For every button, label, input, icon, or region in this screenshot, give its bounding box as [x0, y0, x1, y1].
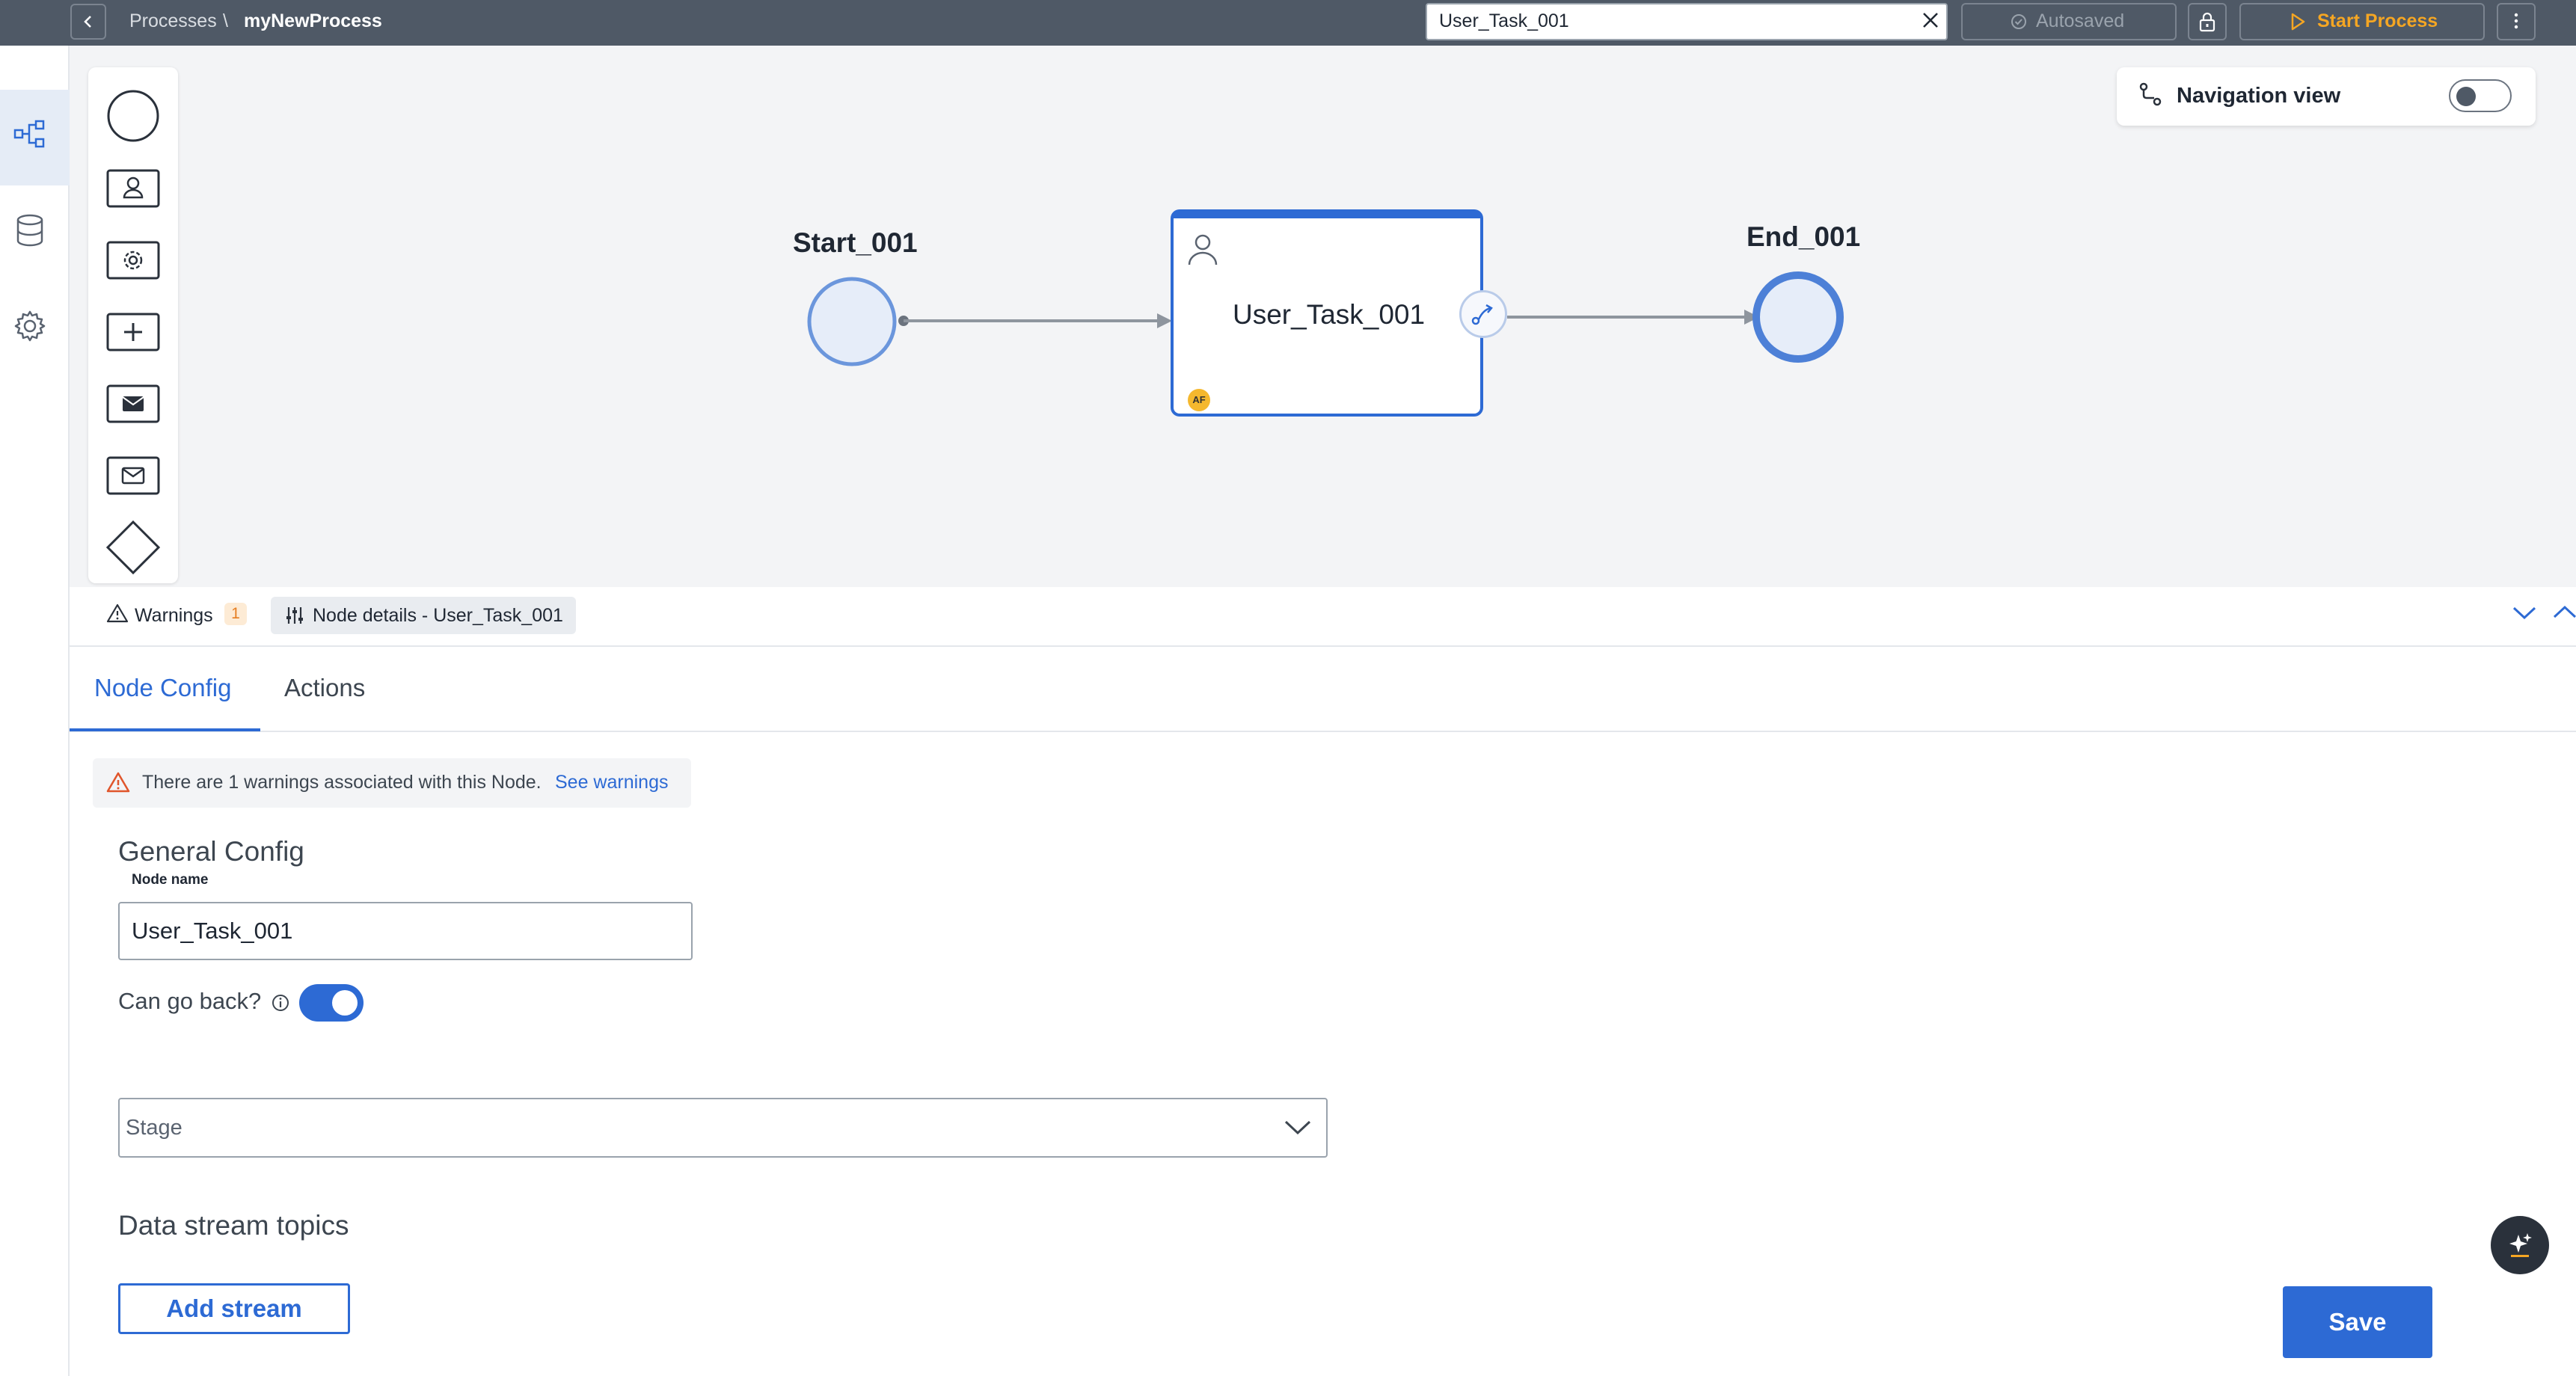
receive-message-icon[interactable]	[103, 446, 163, 506]
node-name-label: Node name	[132, 872, 209, 888]
connector-icon	[1471, 304, 1493, 325]
lock-icon	[2199, 12, 2215, 32]
assignee-badge: AF	[1188, 389, 1210, 411]
search-input-value: User_Task_001	[1439, 10, 1569, 31]
warning-icon	[106, 603, 129, 623]
route-icon	[2139, 82, 2162, 106]
can-go-back-label: Can go back?	[118, 988, 262, 1014]
database-icon[interactable]	[15, 214, 45, 247]
data-stream-topics-heading: Data stream topics	[118, 1210, 349, 1241]
subprocess-icon[interactable]	[103, 302, 163, 362]
send-message-icon[interactable]	[103, 374, 163, 434]
user-task-label: User_Task_001	[1233, 299, 1426, 330]
sliders-icon	[286, 607, 303, 624]
gear-icon[interactable]	[13, 310, 46, 343]
user-icon	[1188, 234, 1218, 265]
left-rail	[0, 46, 70, 1376]
service-task-icon[interactable]	[103, 230, 163, 290]
tab-actions[interactable]: Actions	[284, 674, 366, 701]
navigation-view-toggle-knob	[2456, 87, 2476, 106]
add-stream-button[interactable]: Add stream	[118, 1283, 350, 1334]
chevron-up-icon[interactable]	[2552, 604, 2576, 621]
chevron-down-icon	[1284, 1120, 1311, 1135]
navigation-view-label: Navigation view	[2177, 84, 2341, 108]
autosave-status	[1961, 3, 2177, 40]
gateway-icon[interactable]	[103, 517, 163, 577]
arrow-head-icon	[1157, 313, 1172, 328]
warnings-tab[interactable]: Warnings	[135, 605, 213, 626]
play-icon	[2291, 13, 2305, 31]
more-vertical-icon	[2514, 13, 2518, 29]
check-circle-icon	[2011, 14, 2026, 29]
start-process-button[interactable]	[2239, 3, 2485, 40]
user-task-node[interactable]	[1171, 209, 1483, 417]
autosave-label: Autosaved	[2036, 10, 2125, 31]
breadcrumb-processes[interactable]: Processes	[129, 10, 217, 31]
save-button[interactable]: Save	[2283, 1286, 2432, 1358]
warning-banner	[93, 758, 691, 808]
node-details-tab-label: Node details - User_Task_001	[313, 605, 563, 626]
user-task-icon[interactable]	[103, 159, 163, 218]
warnings-count-badge: 1	[224, 603, 247, 625]
end-node[interactable]	[1752, 271, 1844, 363]
rail-item-diagram[interactable]	[0, 90, 70, 185]
lock-button[interactable]	[2188, 3, 2227, 40]
breadcrumb-current-process: myNewProcess	[244, 10, 382, 31]
close-icon[interactable]	[1921, 10, 1940, 30]
arrow-head-icon	[1744, 310, 1759, 325]
flow-diagram	[807, 271, 1844, 366]
chevron-down-icon[interactable]	[2512, 604, 2537, 621]
can-go-back-toggle-knob	[332, 990, 358, 1016]
config-tabs	[70, 647, 2576, 732]
node-name-value: User_Task_001	[132, 918, 293, 944]
breadcrumb-separator: \	[223, 10, 228, 31]
tab-node-config[interactable]: Node Config	[94, 674, 232, 701]
warning-icon	[106, 772, 130, 793]
sparkle-icon	[2509, 1233, 2532, 1257]
connect-handle[interactable]	[1459, 290, 1507, 338]
stage-select-placeholder: Stage	[126, 1116, 183, 1140]
see-warnings-link[interactable]: See warnings	[555, 772, 669, 793]
start-event-icon[interactable]	[103, 86, 163, 146]
stage-select[interactable]	[118, 1098, 1328, 1158]
node-details-tab[interactable]	[271, 597, 576, 634]
info-icon[interactable]	[271, 993, 290, 1013]
back-button[interactable]	[70, 4, 106, 40]
start-node[interactable]	[807, 277, 897, 366]
warning-banner-text: There are 1 warnings associated with thi…	[142, 772, 542, 793]
general-config-heading: General Config	[118, 836, 304, 867]
search-input[interactable]	[1426, 3, 1948, 40]
start-node-label: Start_001	[793, 227, 918, 258]
back-icon	[84, 16, 91, 28]
end-node-label: End_001	[1747, 221, 1861, 252]
active-tab-indicator	[70, 728, 260, 731]
start-process-label: Start Process	[2317, 10, 2438, 31]
diagram-icon	[13, 120, 45, 148]
node-name-field[interactable]	[118, 902, 693, 960]
